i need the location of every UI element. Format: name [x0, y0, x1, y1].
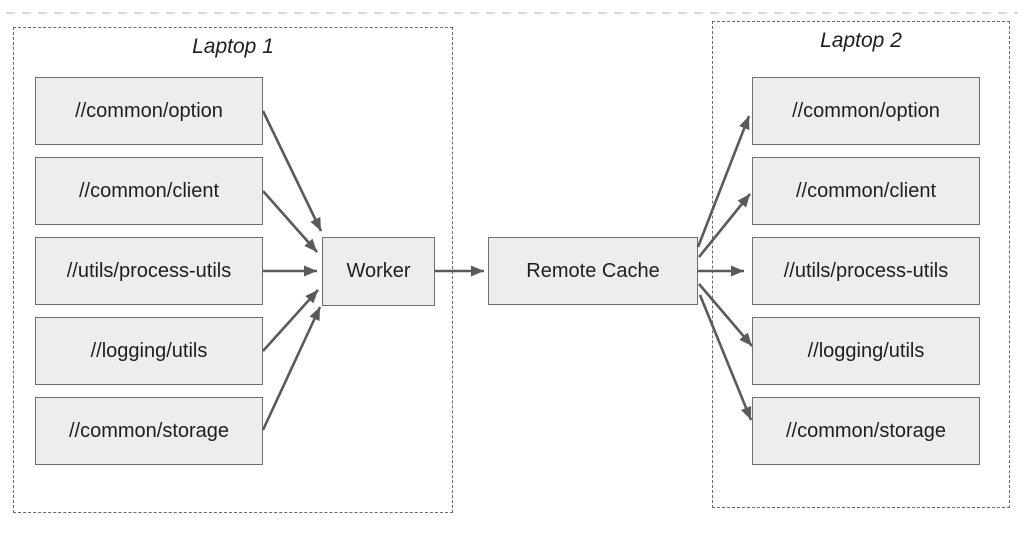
node-laptop2-logging-utils: //logging/utils: [752, 317, 980, 385]
node-laptop1-logging-utils: //logging/utils: [35, 317, 263, 385]
laptop2-title: Laptop 2: [820, 29, 902, 52]
node-laptop2-common-storage: //common/storage: [752, 397, 980, 465]
laptop1-title: Laptop 1: [192, 35, 274, 58]
node-worker: Worker: [322, 237, 435, 306]
laptop2-container: Laptop 2: [712, 21, 1010, 508]
node-laptop1-common-option: //common/option: [35, 77, 263, 145]
node-laptop1-common-client: //common/client: [35, 157, 263, 225]
node-laptop2-utils-process-utils: //utils/process-utils: [752, 237, 980, 305]
node-laptop2-common-client: //common/client: [752, 157, 980, 225]
cropped-dashed-line: [6, 12, 1018, 14]
node-laptop1-utils-process-utils: //utils/process-utils: [35, 237, 263, 305]
node-laptop1-common-storage: //common/storage: [35, 397, 263, 465]
node-remote-cache: Remote Cache: [488, 237, 698, 305]
node-laptop2-common-option: //common/option: [752, 77, 980, 145]
